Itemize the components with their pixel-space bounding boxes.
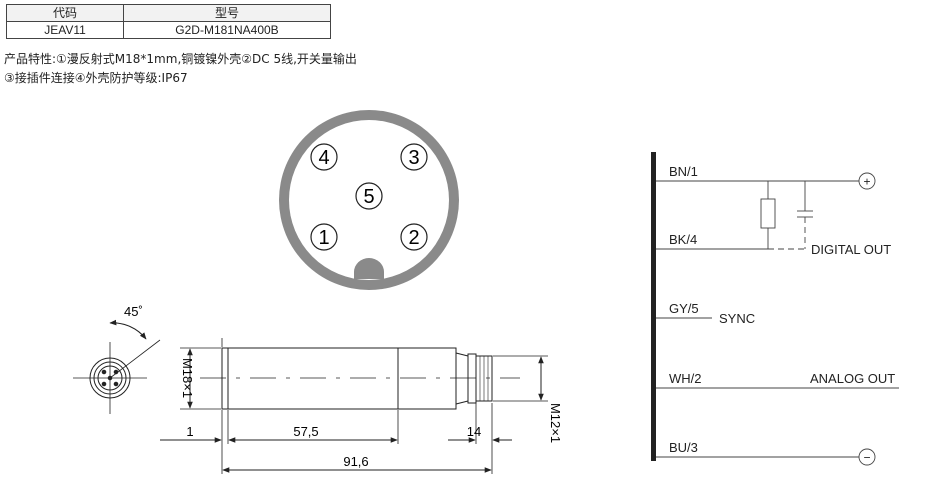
cable-bus: [651, 152, 656, 461]
wire-label-gy: GY/5: [669, 301, 699, 316]
header-code: 代码: [6, 4, 124, 22]
dim-connector-label: 14: [467, 424, 481, 439]
angle-arc: [109, 319, 147, 340]
sensor-side-view: [160, 338, 548, 474]
pin-2: [400, 223, 428, 251]
end-view-inner: [97, 365, 123, 391]
end-view-outer: [89, 357, 131, 399]
angle-line: [109, 339, 161, 379]
terminal-minus: [858, 448, 876, 466]
pin-3-label: 3: [408, 147, 419, 169]
features-line-2: ③接插件连接④外壳防护等级:IP67: [4, 71, 188, 85]
wire-label-bn: BN/1: [669, 164, 698, 179]
terminal-plus-label: +: [863, 175, 870, 189]
pin-5-label: 5: [363, 186, 374, 208]
digital-out-label: DIGITAL OUT: [811, 242, 891, 257]
body-taper-bottom: [455, 400, 469, 405]
spec-table-header: 代码 型号: [6, 4, 331, 22]
cell-model: G2D-M181NA400B: [123, 21, 331, 39]
dim-offset-label: 1: [186, 424, 193, 439]
header-model: 型号: [123, 4, 331, 22]
pin-5: [355, 182, 383, 210]
pin-2-label: 2: [408, 227, 419, 249]
sensor-body: [221, 347, 457, 410]
end-view-pin: [101, 381, 107, 387]
pin-3: [400, 143, 428, 171]
spec-table: 代码 型号 JEAV11 G2D-M181NA400B: [6, 4, 331, 39]
features-line-1: 产品特性:①漫反射式M18*1mm,铜镀镍外壳②DC 5线,开关量输出: [4, 52, 357, 66]
connector-face: 4 3 5 1 2: [279, 110, 459, 290]
dim-m12-label: M12×1: [548, 403, 563, 443]
end-view: [73, 319, 161, 414]
end-view-pin: [113, 381, 119, 387]
sync-label: SYNC: [719, 311, 755, 326]
pin-4-label: 4: [318, 147, 329, 169]
terminal-minus-label: −: [863, 451, 870, 465]
pin-4: [310, 143, 338, 171]
thread-lines: [479, 356, 489, 401]
load-resistor: [760, 198, 776, 229]
connector-inner-face: [289, 120, 449, 280]
terminal-plus: [858, 172, 876, 190]
wire-label-bk: BK/4: [669, 232, 697, 247]
cell-code: JEAV11: [6, 21, 124, 39]
angle-label: 45˚: [124, 304, 143, 319]
dim-total-label: 91,6: [343, 454, 368, 469]
wiring-diagram: BN/1 BK/4 GY/5 WH/2 BU/3 DIGITAL OUT SYN…: [651, 152, 899, 466]
body-taper-top: [455, 352, 469, 357]
pin-1: [310, 223, 338, 251]
end-view-mid: [93, 361, 127, 395]
end-view-pin: [101, 369, 107, 375]
connector-key-notch: [354, 258, 384, 279]
dim-m18-label: M18×1: [180, 358, 195, 398]
analog-out-label: ANALOG OUT: [810, 371, 895, 386]
wire-label-bu: BU/3: [669, 440, 698, 455]
wire-label-wh: WH/2: [669, 371, 702, 386]
dim-body-label: 57,5: [293, 424, 318, 439]
table-row: JEAV11 G2D-M181NA400B: [6, 21, 331, 39]
body-collar: [467, 353, 477, 404]
pin-1-label: 1: [318, 227, 329, 249]
